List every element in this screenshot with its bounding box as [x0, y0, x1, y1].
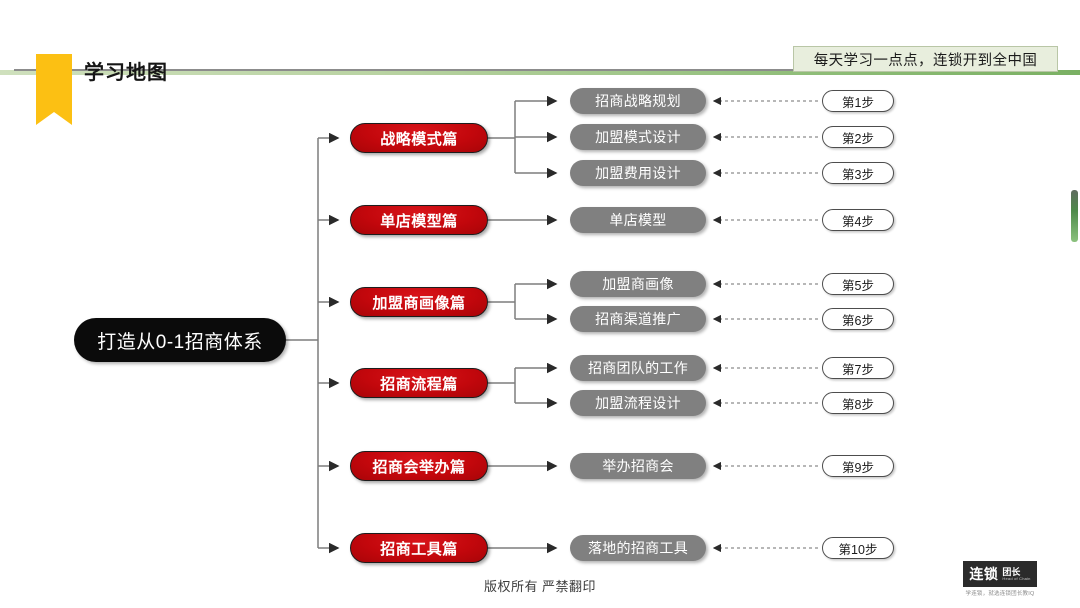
- green-rule-divider: [0, 70, 1080, 75]
- ribbon-bookmark-icon: [36, 54, 72, 125]
- step-badge-5[interactable]: 第5步: [822, 273, 894, 295]
- topic-node-3[interactable]: 加盟费用设计: [570, 160, 706, 186]
- edge-scroll-indicator[interactable]: [1071, 190, 1078, 242]
- step-badge-10[interactable]: 第10步: [822, 537, 894, 559]
- topic-node-9[interactable]: 举办招商会: [570, 453, 706, 479]
- topic-node-7[interactable]: 招商团队的工作: [570, 355, 706, 381]
- category-node-3[interactable]: 招商流程篇: [350, 368, 488, 398]
- logo-secondary-group: 团长 Head of Chain: [1002, 566, 1031, 581]
- category-node-5[interactable]: 招商工具篇: [350, 533, 488, 563]
- logo-tagline: 学连锁，就选连锁团长教IQ: [965, 591, 1035, 597]
- brand-logo: 连锁 团长 Head of Chain: [963, 561, 1037, 587]
- topic-node-10[interactable]: 落地的招商工具: [570, 535, 706, 561]
- step-badge-9[interactable]: 第9步: [822, 455, 894, 477]
- step-badge-3[interactable]: 第3步: [822, 162, 894, 184]
- logo-primary-text: 连锁: [969, 566, 999, 582]
- root-node[interactable]: 打造从0-1招商体系: [74, 318, 286, 362]
- category-node-1[interactable]: 单店模型篇: [350, 205, 488, 235]
- step-badge-1[interactable]: 第1步: [822, 90, 894, 112]
- topic-node-1[interactable]: 招商战略规划: [570, 88, 706, 114]
- logo-secondary-text: 团长: [1002, 566, 1021, 577]
- step-badge-7[interactable]: 第7步: [822, 357, 894, 379]
- step-badge-8[interactable]: 第8步: [822, 392, 894, 414]
- header-rule: [14, 69, 1058, 71]
- step-badge-2[interactable]: 第2步: [822, 126, 894, 148]
- step-badge-4[interactable]: 第4步: [822, 209, 894, 231]
- topic-node-5[interactable]: 加盟商画像: [570, 271, 706, 297]
- step-badge-6[interactable]: 第6步: [822, 308, 894, 330]
- logo-sub-text: Head of Chain: [1002, 575, 1031, 581]
- category-node-4[interactable]: 招商会举办篇: [350, 451, 488, 481]
- category-node-0[interactable]: 战略模式篇: [350, 123, 488, 153]
- page-title: 学习地图: [84, 62, 168, 84]
- slogan-banner: 每天学习一点点，连锁开到全中国: [793, 46, 1058, 72]
- topic-node-6[interactable]: 招商渠道推广: [570, 306, 706, 332]
- topic-node-8[interactable]: 加盟流程设计: [570, 390, 706, 416]
- copyright-text: 版权所有 严禁翻印: [483, 579, 597, 594]
- topic-node-4[interactable]: 单店模型: [570, 207, 706, 233]
- category-node-2[interactable]: 加盟商画像篇: [350, 287, 488, 317]
- topic-node-2[interactable]: 加盟模式设计: [570, 124, 706, 150]
